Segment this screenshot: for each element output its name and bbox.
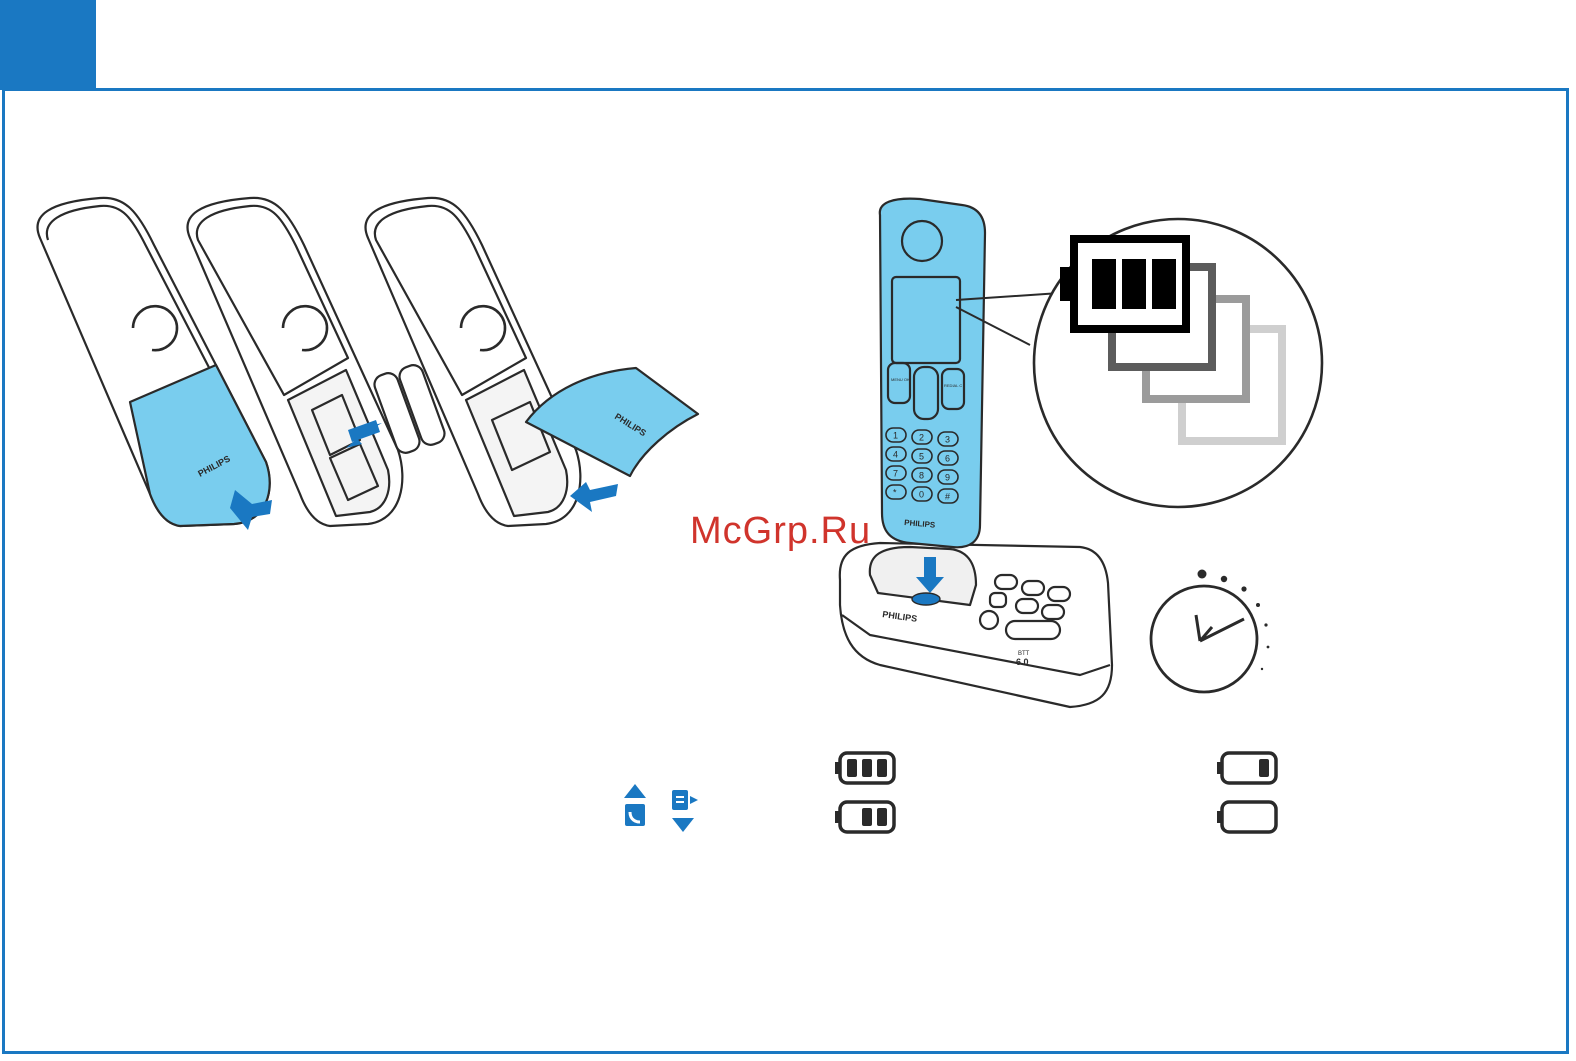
keypad-key-label: #	[945, 492, 950, 502]
keypad-key-label: 7	[893, 469, 898, 479]
watermark: McGrp.Ru	[690, 510, 871, 553]
battery-empty-icon	[1216, 799, 1280, 835]
keypad-key-label: 6	[945, 454, 950, 464]
clock-icon	[1140, 565, 1280, 695]
keypad-key-label: 2	[919, 433, 924, 443]
redial-list-down-icon	[668, 788, 702, 834]
base-model-label: 6.0	[1016, 657, 1029, 667]
key-menu-ok: MENU OK	[891, 377, 910, 382]
battery-zoom-illustration	[1030, 215, 1330, 515]
battery-low-icon	[1216, 750, 1280, 786]
handset-cover-replacement: PHILIPS	[366, 198, 699, 526]
keypad-key-label: 0	[919, 490, 924, 500]
phonebook-up-icon	[620, 782, 650, 828]
keypad-key-label: 5	[919, 452, 924, 462]
battery-install-illustration: PHILIPS	[30, 190, 720, 535]
base-station: PHILIPS BTT 6.0	[840, 543, 1112, 707]
key-redial-c: REDIAL C	[944, 383, 962, 388]
keypad-key-label: *	[893, 488, 897, 498]
battery-two-thirds-icon	[834, 799, 898, 835]
keypad-key-label: 4	[893, 450, 898, 460]
page-corner-block	[0, 0, 96, 90]
keypad-key-label: 8	[919, 471, 924, 481]
keypad-key-label: 1	[893, 431, 898, 441]
battery-full-icon	[834, 750, 898, 786]
keypad-key-label: 3	[945, 435, 950, 445]
keypad-key-label: 9	[945, 473, 950, 483]
